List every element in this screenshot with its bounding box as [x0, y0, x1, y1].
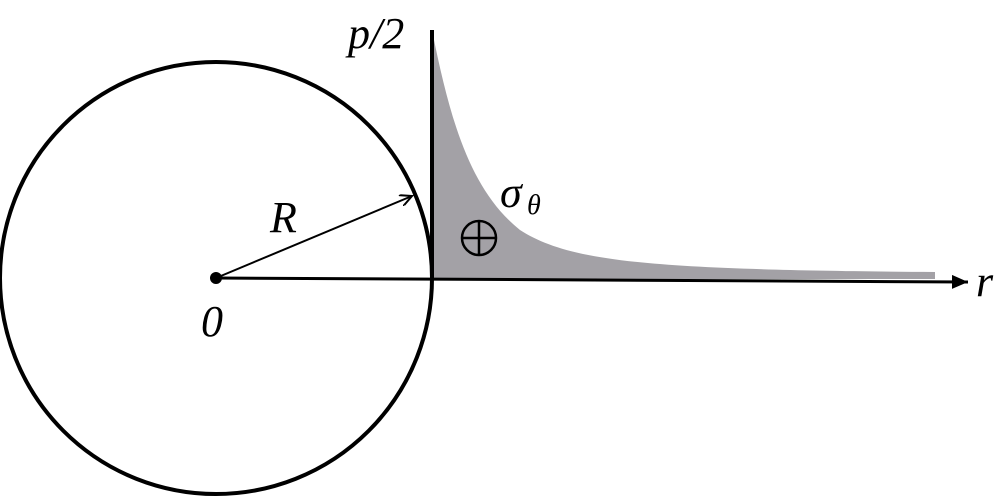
radial-axis	[215, 274, 969, 289]
circled-plus-icon	[460, 219, 498, 257]
stress-label: σ	[500, 168, 524, 217]
radius-label: R	[269, 193, 297, 242]
radius-arrow	[215, 196, 412, 279]
axis-r-label: r	[976, 257, 994, 306]
center-point	[210, 272, 222, 284]
axis-top-label: p/2	[345, 9, 404, 58]
stress-subscript: θ	[527, 190, 541, 221]
origin-label: 0	[201, 297, 223, 346]
stress-distribution-area	[432, 30, 935, 279]
